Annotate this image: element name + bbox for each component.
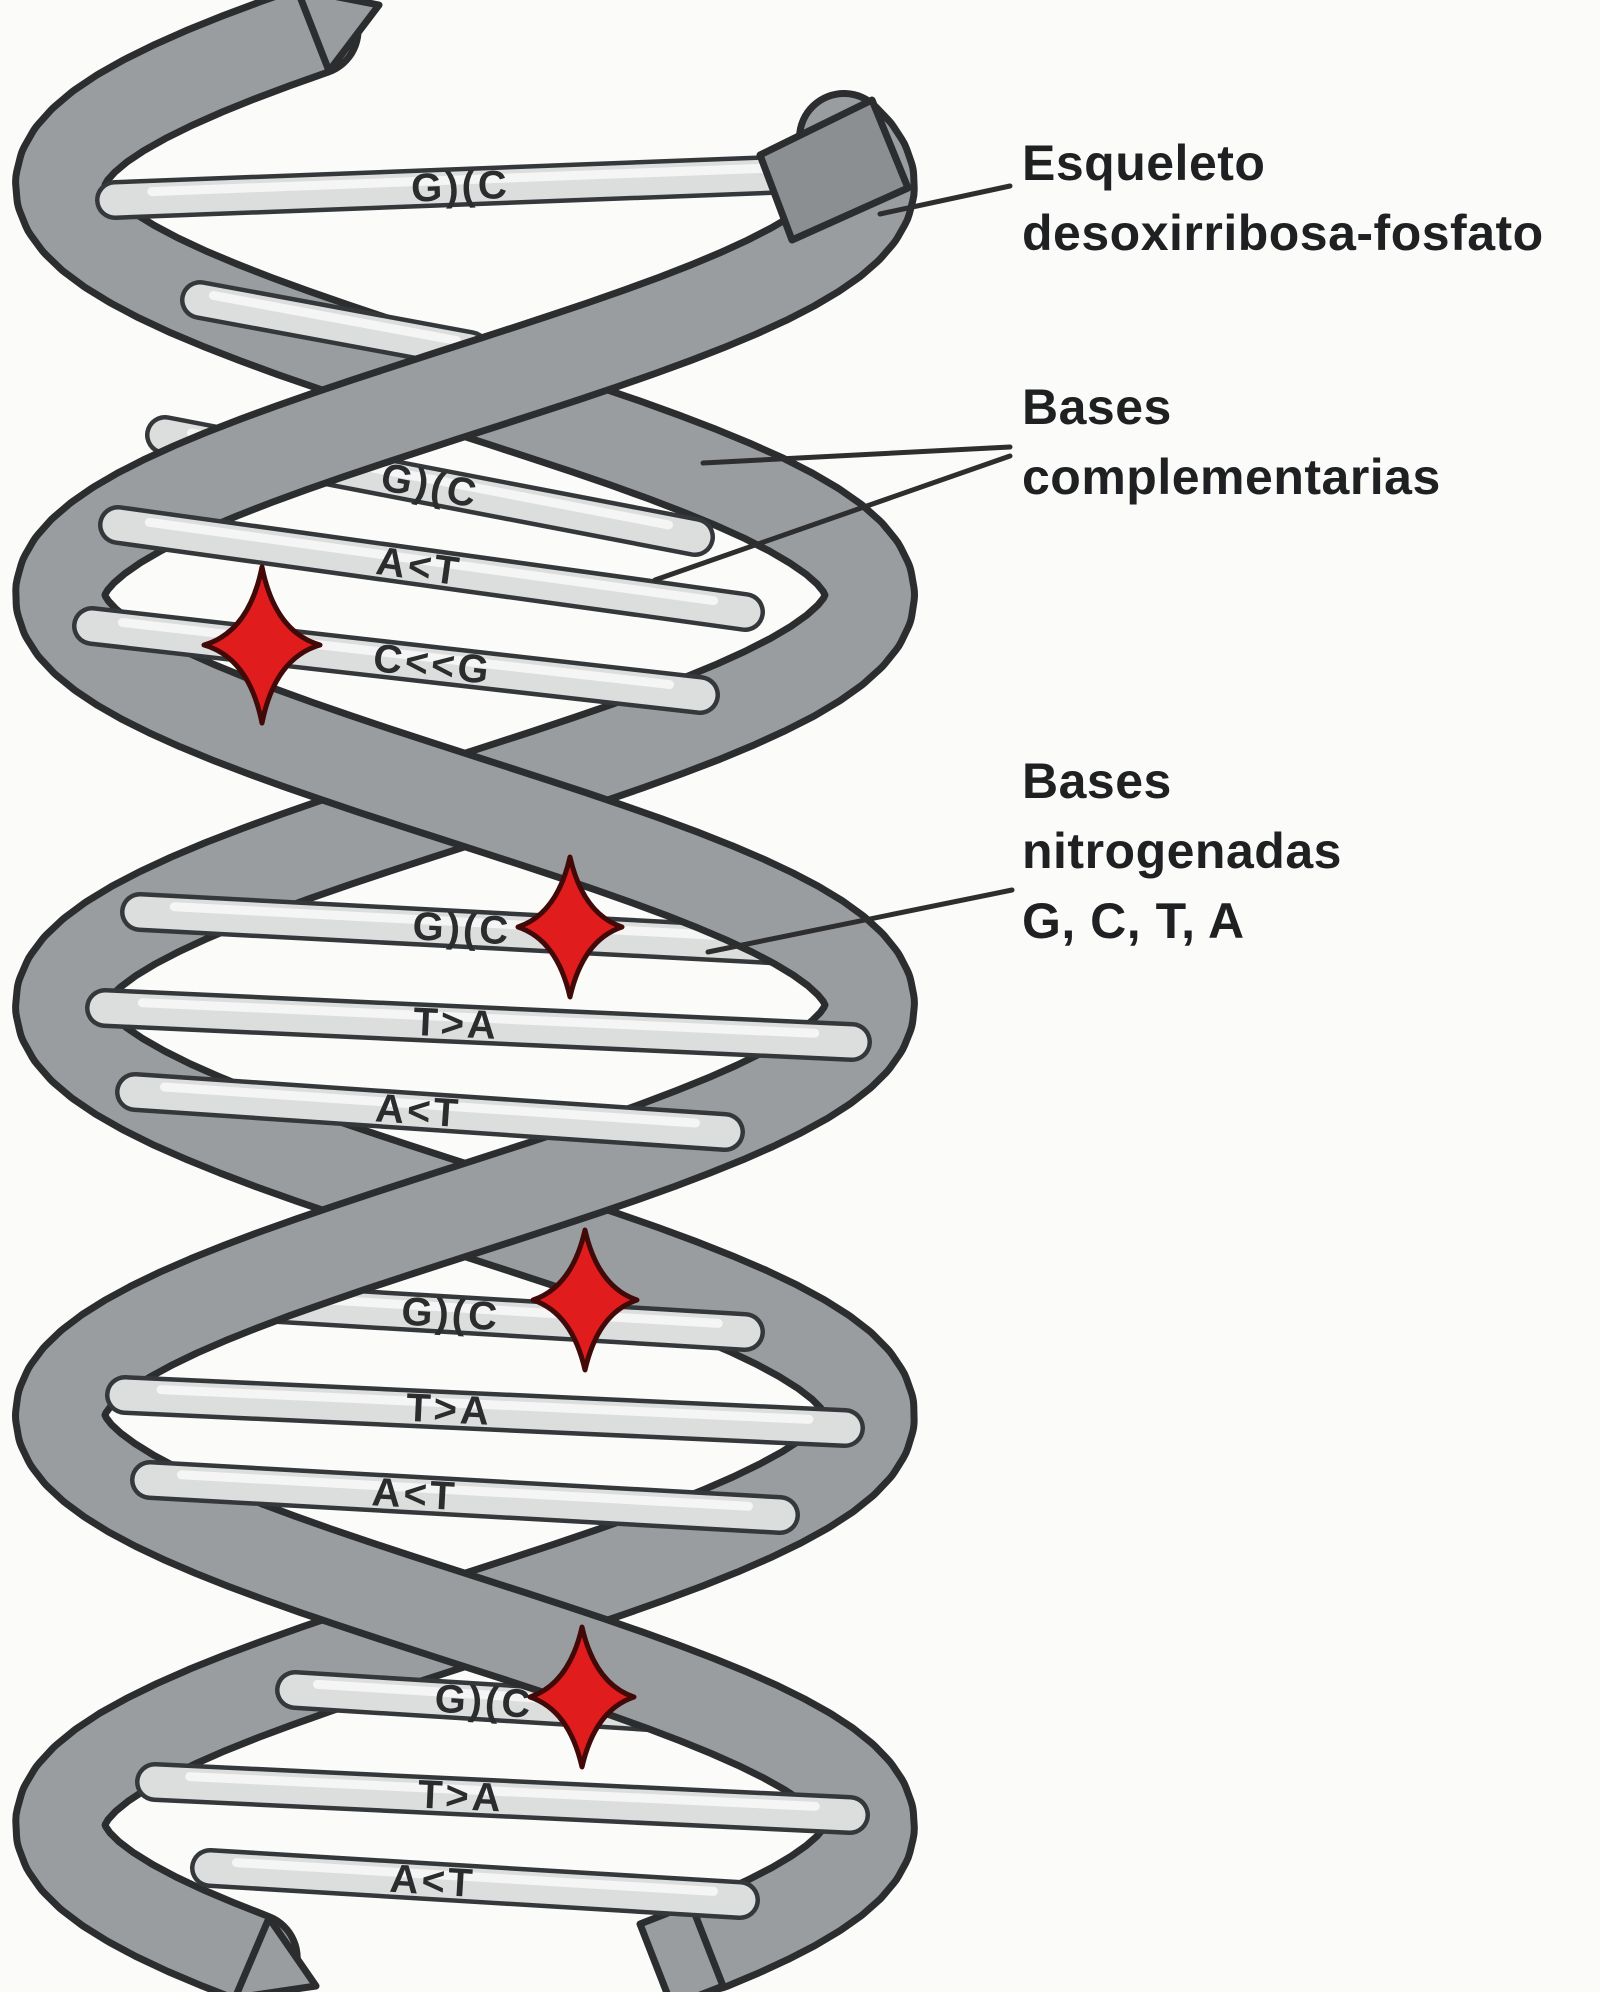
leader-line bbox=[877, 183, 1013, 217]
label-nitrogenous-line2: nitrogenadas bbox=[1022, 823, 1342, 879]
base-pair-rung-highlight bbox=[177, 1470, 753, 1511]
base-pair-letters: A<T bbox=[374, 1086, 462, 1136]
base-pair-rung bbox=[89, 992, 868, 1058]
base-pair-rung-highlight bbox=[156, 1385, 814, 1424]
base-pair-letters: A<T bbox=[371, 1470, 459, 1519]
base-pair-rung bbox=[76, 610, 716, 711]
partial-rung-highlight bbox=[209, 291, 461, 345]
star-marker bbox=[515, 854, 625, 1000]
base-pair-letters: G)(C bbox=[412, 904, 513, 953]
partial-rung bbox=[184, 284, 486, 366]
ribbon-tip-bottom-left bbox=[233, 1914, 320, 1992]
base-pair-letters: G)(C bbox=[400, 1290, 501, 1340]
base-pair-letters: G)(C bbox=[377, 455, 482, 517]
base-pair-rung-highlight bbox=[147, 161, 818, 197]
label-nitrogenous-line3: G, C, T, A bbox=[1022, 893, 1245, 949]
label-nitrogenous-bases: Bases nitrogenadas G, C, T, A bbox=[1022, 746, 1342, 956]
base-pair-rung bbox=[119, 1076, 741, 1148]
base-pair-rung bbox=[99, 156, 866, 216]
base-pair-rung-highlight bbox=[169, 902, 796, 944]
label-complementary-line2: complementarias bbox=[1022, 449, 1441, 505]
label-backbone-line1: Esqueleto bbox=[1022, 135, 1266, 191]
base-pair-letters: A<T bbox=[388, 1857, 476, 1906]
base-pair-rung bbox=[124, 896, 841, 964]
label-nitrogenous-line1: Bases bbox=[1022, 753, 1172, 809]
base-pair-rung-highlight bbox=[232, 1858, 718, 1896]
base-pair-rung bbox=[102, 509, 761, 628]
star-marker bbox=[530, 1227, 640, 1373]
label-backbone-line2: desoxirribosa-fosfato bbox=[1022, 205, 1544, 261]
label-complementary-line1: Bases bbox=[1022, 379, 1172, 435]
base-pair-letters: T>A bbox=[405, 1386, 493, 1434]
label-complementary-bases: Bases complementarias bbox=[1022, 372, 1441, 512]
ribbon-fold-flap bbox=[756, 96, 912, 244]
ribbon-cut-end bbox=[636, 1900, 727, 1992]
star-marker bbox=[527, 1624, 637, 1770]
label-backbone: Esqueleto desoxirribosa-fosfato bbox=[1022, 128, 1544, 268]
leader-line bbox=[705, 887, 1015, 955]
base-pair-rung-highlight bbox=[160, 1082, 700, 1128]
base-pair-rung bbox=[139, 1766, 866, 1831]
base-pair-rung-highlight bbox=[185, 1772, 820, 1811]
base-pair-letters: G)(C bbox=[410, 163, 510, 211]
base-pair-rung bbox=[134, 1464, 796, 1531]
leader-line bbox=[652, 453, 1013, 583]
base-pair-rung-highlight bbox=[117, 617, 675, 690]
base-pair-rung bbox=[109, 1379, 861, 1444]
base-pair-letters: T>A bbox=[417, 1773, 505, 1821]
base-pair-letters: C<<G bbox=[371, 636, 494, 693]
ribbon-tip-top-left bbox=[297, 0, 383, 75]
leader-line bbox=[700, 444, 1013, 466]
base-pair-rung bbox=[194, 1852, 756, 1916]
star-marker bbox=[201, 564, 323, 726]
base-pair-letters: T>A bbox=[412, 1000, 500, 1048]
base-pair-rung-highlight bbox=[137, 998, 820, 1038]
base-pair-rung-highlight bbox=[144, 517, 719, 606]
base-pair-letters: A<T bbox=[373, 539, 464, 594]
